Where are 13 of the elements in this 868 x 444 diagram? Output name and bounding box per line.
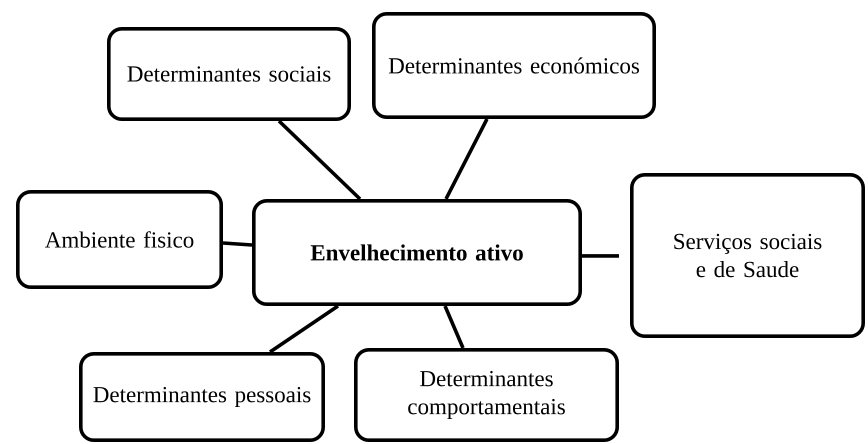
connector-line [443, 305, 465, 349]
connector-line [222, 241, 252, 247]
text-box: Determinantes económicos [372, 12, 656, 119]
connector-line [269, 304, 340, 354]
connector-line [582, 254, 619, 258]
text-box: Serviços sociais e de Saude [630, 172, 865, 338]
connector-line [444, 118, 489, 200]
text-box: Determinantes pessoais [79, 352, 325, 442]
central-box: Envelhecimento ativo [252, 198, 582, 306]
text-box: Determinantes comportamentais [354, 348, 619, 442]
connector-line [278, 120, 362, 200]
text-box: Determinantes sociais [107, 27, 351, 121]
text-box: Ambiente fisico [16, 190, 223, 289]
